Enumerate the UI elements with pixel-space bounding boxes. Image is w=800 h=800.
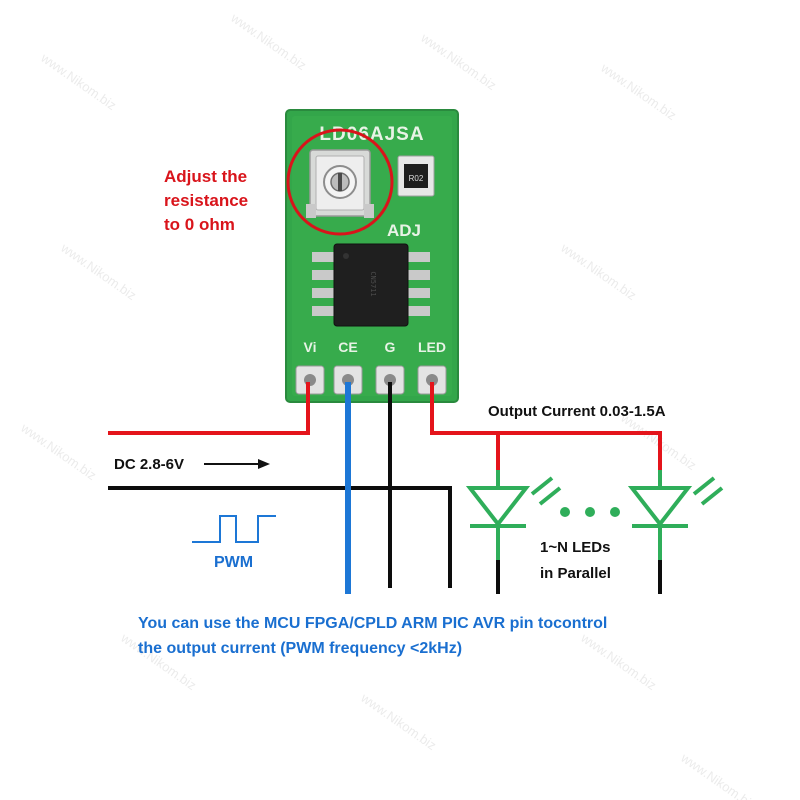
adjust-note-line-3: to 0 ohm bbox=[164, 215, 235, 234]
watermark-text: www.Nikom.biz bbox=[677, 750, 759, 800]
wires bbox=[108, 382, 662, 594]
pin-label-vi: Vi bbox=[304, 339, 317, 355]
input-voltage-label: DC 2.8-6V bbox=[114, 456, 184, 473]
svg-text:CN5711: CN5711 bbox=[369, 271, 377, 296]
resistor-code: R02 bbox=[409, 174, 424, 183]
watermark-text: www.Nikom.biz bbox=[577, 630, 659, 693]
watermark-text: www.Nikom.biz bbox=[357, 690, 439, 753]
watermark-text: www.Nikom.biz bbox=[417, 30, 499, 93]
shunt-resistor: R02 bbox=[397, 155, 435, 197]
watermark-text: www.Nikom.biz bbox=[557, 240, 639, 303]
watermark-text: www.Nikom.biz bbox=[37, 50, 119, 113]
mcu-note-line-2: the output current (PWM frequency <2kHz) bbox=[138, 640, 462, 657]
led-dots bbox=[560, 507, 620, 517]
led-1 bbox=[465, 470, 562, 560]
pin-label-g: G bbox=[385, 339, 396, 355]
pin-label-ce: CE bbox=[338, 339, 357, 355]
pcb-board: LD06AJSA R02 ADJ bbox=[285, 109, 459, 403]
leds-label-line-1: 1~N LEDs bbox=[540, 539, 610, 556]
led-n bbox=[627, 470, 724, 560]
wire-vin-red bbox=[108, 382, 310, 435]
adj-label: ADJ bbox=[387, 221, 421, 240]
mcu-note-line-1: You can use the MCU FPGA/CPLD ARM PIC AV… bbox=[138, 615, 607, 632]
leds-label-line-2: in Parallel bbox=[540, 565, 611, 582]
ic-chip: CN5711 bbox=[312, 243, 430, 327]
wire-gnd-input bbox=[108, 486, 452, 588]
adjust-note-line-1: Adjust the bbox=[164, 167, 247, 186]
adjust-note-line-2: resistance bbox=[164, 191, 248, 210]
pin-label-led: LED bbox=[418, 339, 446, 355]
pwm-waveform bbox=[192, 515, 276, 543]
pwm-label: PWM bbox=[214, 554, 253, 571]
watermark-text: www.Nikom.biz bbox=[17, 420, 99, 483]
watermark-text: www.Nikom.biz bbox=[227, 10, 309, 73]
pin-labels: Vi CE G LED bbox=[304, 339, 446, 355]
potentiometer bbox=[306, 149, 374, 218]
input-arrow bbox=[204, 459, 270, 469]
solder-pads bbox=[295, 365, 447, 395]
watermark-text: www.Nikom.biz bbox=[597, 60, 679, 123]
output-current-label: Output Current 0.03-1.5A bbox=[488, 403, 666, 420]
wire-led-red bbox=[430, 382, 662, 470]
highlight-circle bbox=[286, 128, 394, 236]
watermark-text: www.Nikom.biz bbox=[57, 240, 139, 303]
